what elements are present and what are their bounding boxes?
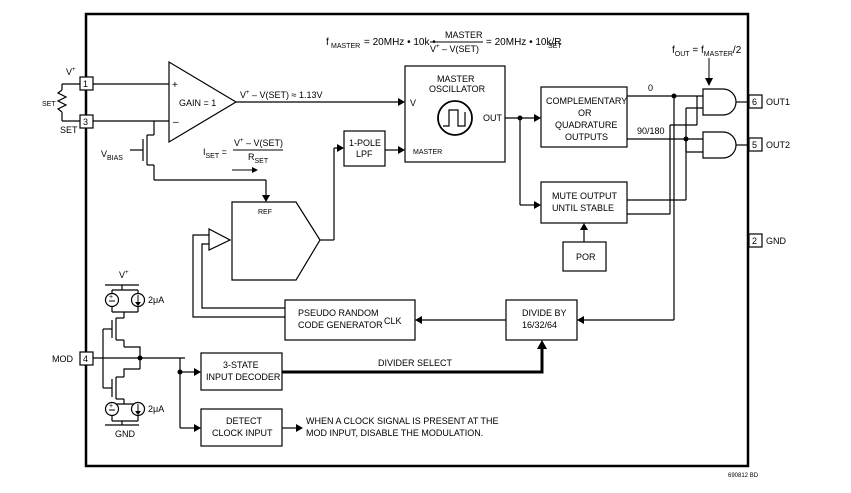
figure-id: 690812 BD: [728, 473, 759, 479]
comp-line2: OR: [578, 108, 592, 118]
set-network: V+ SET SET: [42, 67, 80, 135]
divide-by-block: DIVIDE BY 16/32/64: [505, 299, 578, 341]
input-decoder-block: 3-STATE INPUT DECODER: [200, 352, 283, 391]
pin-4-number: 4: [83, 354, 88, 364]
gain-amplifier: + – GAIN = 1: [168, 60, 238, 144]
svg-text:RSET: RSET: [248, 152, 269, 165]
formula-eq2: = 20MHz • 10k/R: [486, 37, 561, 48]
frequency-formula: f MASTER = 20MHz • 10k • MASTER V+ – V(S…: [326, 30, 742, 86]
det-line1: DETECT: [226, 416, 263, 426]
mod-current-sources: V+ + 2μA: [93, 270, 185, 439]
note-line1: WHEN A CLOCK SIGNAL IS PRESENT AT THE: [306, 416, 499, 426]
dec-line1: 3-STATE: [223, 360, 259, 370]
divider-select-label: DIVIDER SELECT: [378, 358, 453, 368]
mute-line1: MUTE OUTPUT: [552, 191, 617, 201]
out1-label: OUT1: [766, 97, 790, 107]
set-pin-label: SET: [60, 125, 78, 135]
det-line2: CLOCK INPUT: [212, 428, 273, 438]
phase-90-label: 90/180: [637, 126, 665, 136]
mdac-ref: REF: [258, 209, 272, 216]
dec-line2: INPUT DECODER: [206, 372, 281, 382]
current-bot-label: 2μA: [148, 404, 164, 414]
pin-6: [748, 94, 763, 109]
pin-3-number: 3: [83, 117, 88, 127]
formula-num: MASTER: [445, 30, 483, 40]
comp-line4: OUTPUTS: [565, 132, 608, 142]
prn-line2: CODE GENERATOR: [298, 320, 383, 330]
set-resistor-label: SET: [42, 101, 56, 108]
svg-text:V+ – V(SET): V+ – V(SET): [234, 138, 283, 148]
formula-fmaster-sub: MASTER: [331, 43, 360, 50]
vbias-label: VBIAS: [101, 149, 123, 162]
amp-gain: GAIN = 1: [179, 98, 216, 108]
svg-text:+: +: [109, 294, 113, 301]
detect-clock-block: DETECT CLOCK INPUT: [200, 408, 283, 447]
comp-line1: COMPLEMENTARY: [546, 96, 627, 106]
comp-line3: QUADRATURE: [555, 120, 617, 130]
fout-label: fOUT = fMASTER/2: [672, 45, 742, 58]
out2-label: OUT2: [766, 140, 790, 150]
formula-eq2-sub: SET: [548, 43, 562, 50]
vplus-label: V+: [66, 67, 76, 77]
div-line1: DIVIDE BY: [522, 308, 567, 318]
mute-block: MUTE OUTPUT UNTIL STABLE: [540, 181, 628, 224]
prn-to-mdac-bus: [192, 228, 285, 318]
note-line2: MOD INPUT, DISABLE THE MODULATION.: [306, 428, 483, 438]
pin-2: [748, 233, 763, 248]
vbias-transistor: [130, 121, 270, 202]
pin-5: [748, 137, 763, 152]
amp-plus: +: [172, 80, 178, 91]
pin-2-number: 2: [752, 236, 757, 246]
and-gate-out1: [702, 88, 737, 116]
formula-fmaster: f: [326, 37, 329, 48]
osc-out-label: OUT: [483, 113, 503, 123]
amp-minus: –: [173, 117, 179, 128]
mod-vplus-label: V+: [119, 270, 129, 280]
svg-text:ISET =: ISET =: [203, 147, 227, 160]
mdac-block: REF: [231, 201, 321, 281]
svg-text:+: +: [109, 403, 113, 410]
phase-0-label: 0: [648, 83, 653, 93]
prn-generator-block: PSEUDO RANDOM CODE GENERATOR CLK: [284, 299, 416, 341]
osc-line2: OSCILLATOR: [429, 84, 486, 94]
lpf-line2: LPF: [356, 149, 373, 159]
mute-line2: UNTIL STABLE: [552, 203, 614, 213]
iset-label: ISET = V+ – V(SET) RSET: [203, 138, 283, 173]
amp-output-label: V+ – V(SET) ≈ 1.13V: [240, 90, 323, 100]
and-gate-out2: [702, 131, 737, 159]
complementary-block: COMPLEMENTARY OR QUADRATURE OUTPUTS: [540, 86, 628, 148]
div-line2: 16/32/64: [522, 320, 557, 330]
lpf-block: 1-POLE LPF: [343, 130, 386, 167]
master-oscillator-block: MASTER OSCILLATOR V OUT MASTER: [404, 65, 506, 163]
pin-4: [79, 351, 94, 366]
mod-gnd-label: GND: [115, 429, 136, 439]
lpf-line1: 1-POLE: [349, 138, 381, 148]
formula-eq1: = 20MHz • 10k •: [364, 37, 436, 48]
chip-boundary: [84, 12, 750, 468]
current-top-label: 2μA: [148, 295, 164, 305]
por-block: POR: [562, 241, 607, 272]
prn-clk-label: CLK: [384, 316, 402, 326]
formula-den: V+ – V(SET): [430, 44, 479, 54]
gnd-pin-label: GND: [766, 236, 787, 246]
pin-1-number: 1: [83, 79, 88, 89]
pin-5-number: 5: [752, 140, 757, 150]
osc-master-input: MASTER: [413, 149, 442, 156]
osc-line1: MASTER: [437, 74, 475, 84]
mod-pin-label: MOD: [52, 354, 73, 364]
prn-line1: PSEUDO RANDOM: [298, 308, 379, 318]
pin-6-number: 6: [752, 97, 757, 107]
osc-v-input: V: [410, 98, 416, 108]
por-label: POR: [576, 252, 596, 262]
